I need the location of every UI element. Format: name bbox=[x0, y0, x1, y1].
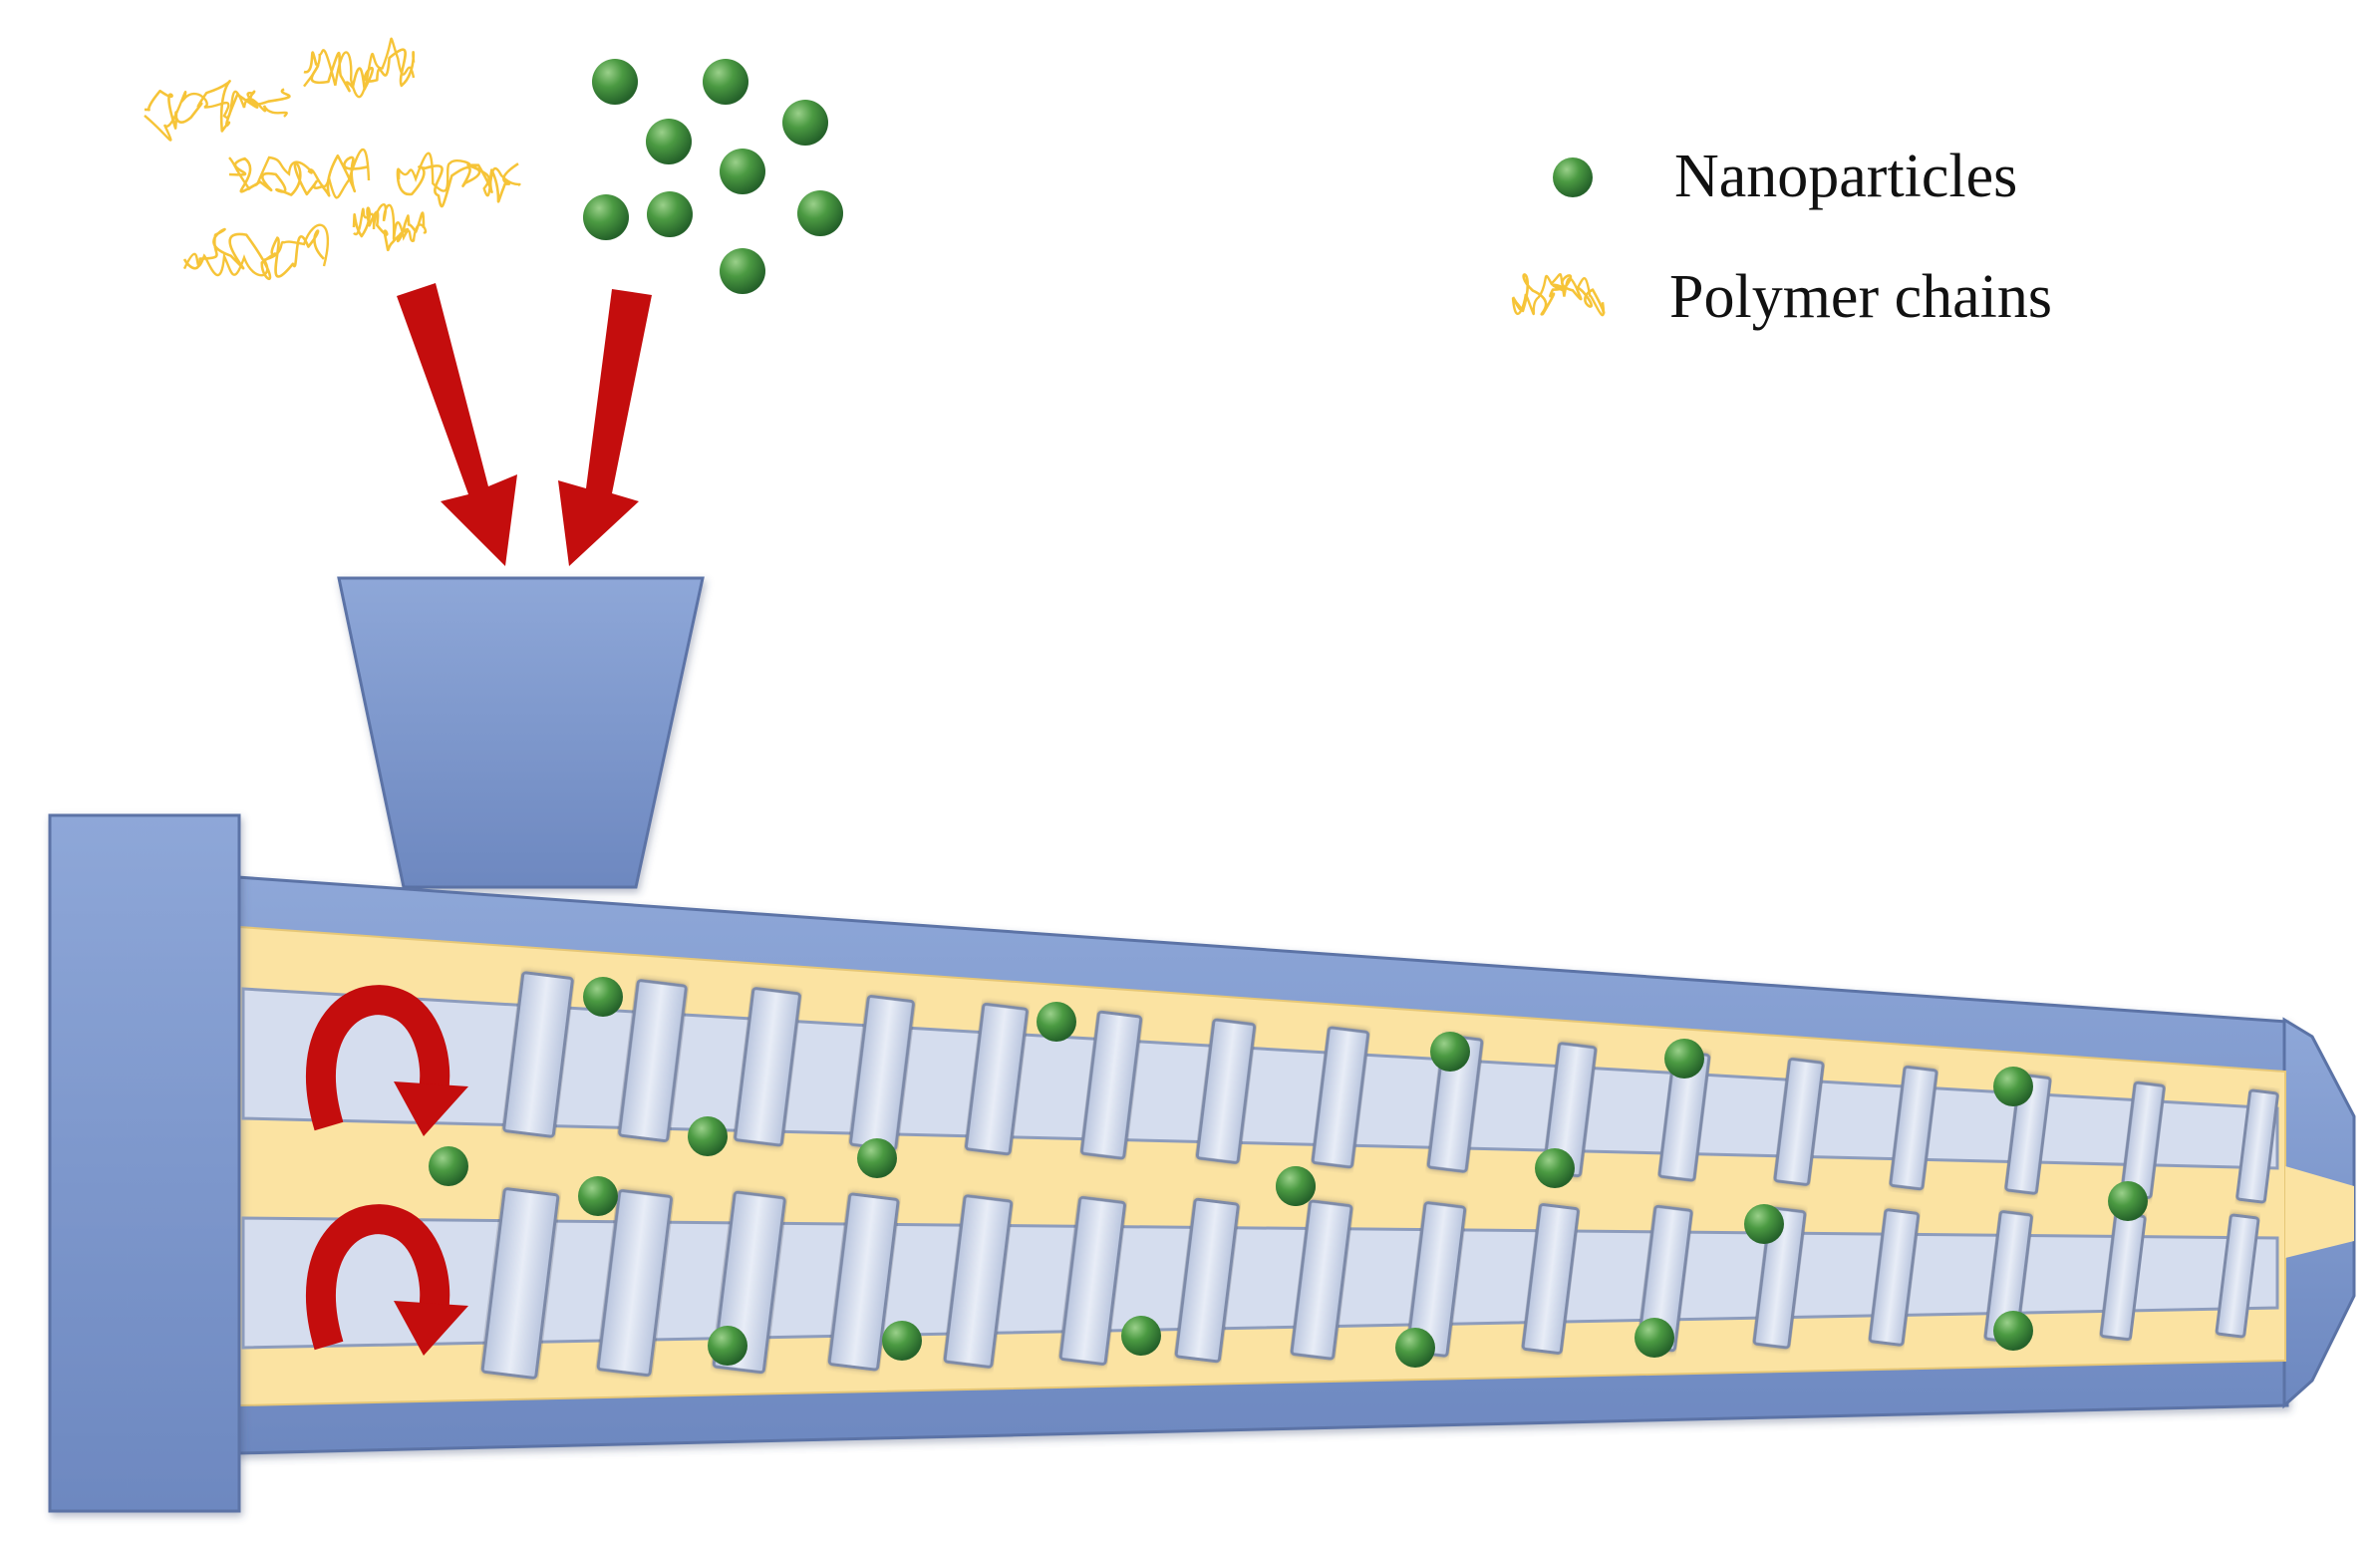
screw-flight bbox=[964, 1002, 1029, 1156]
screw-flight bbox=[1311, 1026, 1370, 1169]
nanoparticle-icon bbox=[720, 149, 765, 194]
polymer-chain-icon bbox=[1511, 273, 1606, 317]
polymer-chain-icon bbox=[303, 37, 416, 99]
rotation-arrow-icon bbox=[305, 1204, 468, 1356]
screw-flight bbox=[2235, 1088, 2279, 1204]
nanoparticle-icon bbox=[647, 191, 693, 237]
nanoparticle-icon bbox=[708, 1326, 747, 1366]
screw-flight bbox=[1058, 1195, 1126, 1366]
nanoparticle-icon bbox=[1535, 1148, 1575, 1188]
polymer-chain-icon bbox=[1511, 273, 1606, 317]
polymer-chains-cluster bbox=[144, 37, 521, 281]
drive-motor-block bbox=[48, 813, 241, 1513]
screw-flight bbox=[1174, 1197, 1240, 1364]
screw-flight bbox=[1290, 1199, 1353, 1361]
feed-hopper bbox=[337, 576, 705, 889]
dispersed-nanoparticles bbox=[429, 977, 2148, 1368]
nanoparticle-icon bbox=[782, 100, 828, 146]
screw-flight bbox=[827, 1192, 900, 1372]
nanoparticle-icon bbox=[857, 1138, 897, 1178]
nanoparticle-icon bbox=[797, 190, 843, 236]
screw-flight bbox=[596, 1189, 673, 1378]
down-arrow-icon bbox=[558, 289, 652, 566]
polymer-chain-icon bbox=[352, 203, 428, 252]
nanoparticle-icon bbox=[1993, 1067, 2033, 1106]
polymer-chain-icon bbox=[144, 80, 291, 142]
nanoparticle-icon bbox=[882, 1321, 922, 1361]
legend-nanoparticles-label: Nanoparticles bbox=[1674, 143, 2017, 210]
screw-flight bbox=[480, 1187, 560, 1380]
nanoparticle-icon bbox=[1395, 1328, 1435, 1368]
screw-flight bbox=[618, 979, 688, 1143]
nanoparticle-icon bbox=[429, 1146, 468, 1186]
screw-flight bbox=[502, 971, 574, 1138]
screw-flight bbox=[734, 987, 801, 1147]
nanoparticle-icon bbox=[1635, 1318, 1674, 1358]
screw-flight bbox=[943, 1194, 1014, 1369]
nanoparticles-cluster bbox=[583, 59, 843, 294]
legend: Nanoparticles Polymer chains bbox=[1511, 143, 2052, 331]
screw-flight bbox=[1079, 1010, 1143, 1160]
polymer-chain-icon bbox=[182, 223, 330, 281]
screw-flight bbox=[1195, 1018, 1257, 1164]
nanoparticle-icon bbox=[583, 977, 623, 1017]
upper-screw bbox=[241, 971, 2279, 1204]
polymer-chain-icon bbox=[228, 148, 371, 199]
nanoparticle-icon bbox=[688, 1116, 728, 1156]
screw-flight bbox=[1521, 1203, 1580, 1355]
nanoparticle-icon bbox=[703, 59, 748, 105]
nanoparticle-icon bbox=[2108, 1181, 2148, 1221]
screw-flight bbox=[1868, 1208, 1921, 1347]
nanoparticle-icon bbox=[592, 59, 638, 105]
screw-flight bbox=[1889, 1065, 1938, 1191]
rotation-arrows bbox=[305, 985, 468, 1356]
nanoparticle-icon bbox=[1276, 1166, 1316, 1206]
screw-flight bbox=[1773, 1058, 1825, 1186]
screw-flight bbox=[2215, 1213, 2260, 1339]
legend-polymer-chains-label: Polymer chains bbox=[1669, 263, 2052, 331]
nanoparticle-icon bbox=[578, 1176, 618, 1216]
nanoparticle-icon bbox=[1121, 1316, 1161, 1356]
polymer-chain-icon bbox=[396, 152, 521, 208]
lower-screw bbox=[241, 1187, 2279, 1380]
extrudate-outlet bbox=[2285, 1166, 2354, 1258]
nanoparticle-icon bbox=[1664, 1039, 1704, 1079]
rotation-arrow-icon bbox=[305, 985, 468, 1136]
nanoparticle-icon bbox=[646, 119, 692, 164]
nanoparticle-icon bbox=[1744, 1204, 1784, 1244]
nanoparticle-icon bbox=[1430, 1032, 1470, 1072]
feed-arrows bbox=[397, 283, 652, 566]
nanoparticle-icon bbox=[1553, 157, 1593, 197]
nanoparticle-icon bbox=[720, 248, 765, 294]
nanoparticle-icon bbox=[1993, 1311, 2033, 1351]
nanoparticle-icon bbox=[583, 194, 629, 240]
nanoparticle-icon bbox=[1037, 1002, 1076, 1042]
down-arrow-icon bbox=[397, 283, 517, 566]
